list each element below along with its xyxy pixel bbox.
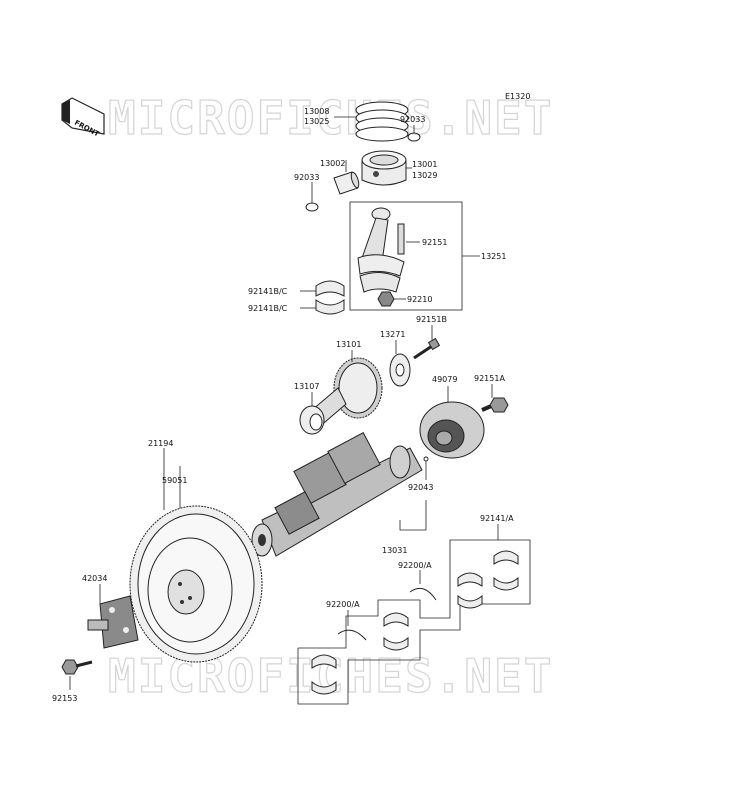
piston-rings: [355, 101, 409, 142]
label-13001: 13001: [412, 160, 437, 169]
label-92043: 92043: [408, 483, 433, 492]
label-92151b: 92151B: [416, 315, 447, 324]
balancer-gear: [311, 357, 383, 429]
front-arrow-icon: FRONT: [61, 97, 105, 138]
main-bearings-middle: [383, 612, 409, 651]
label-92033-top: 92033: [400, 115, 425, 124]
piston-pin: [333, 171, 360, 195]
label-92153: 92153: [52, 694, 77, 703]
piston: [361, 150, 407, 186]
main-bearing-outline: [297, 539, 531, 705]
label-13251: 13251: [481, 252, 506, 261]
main-bearings-lower: [311, 654, 337, 695]
coupling-42034: [87, 595, 139, 649]
label-21194: 21194: [148, 439, 173, 448]
crankshaft: [251, 432, 423, 557]
label-92151a: 92151A: [474, 374, 505, 383]
label-13002: 13002: [320, 159, 345, 168]
snap-ring-left: [305, 202, 319, 212]
main-bearings-upper: [457, 550, 519, 609]
label-42034: 42034: [82, 574, 107, 583]
label-92141bc-1: 92141B/C: [248, 287, 288, 296]
label-13031: 13031: [382, 546, 407, 555]
label-13101: 13101: [336, 340, 361, 349]
pump-49079: [419, 401, 485, 459]
label-13107: 13107: [294, 382, 319, 391]
diagram-code: E1320: [505, 92, 530, 101]
bolt-92151a: [481, 397, 509, 413]
label-13271: 13271: [380, 330, 405, 339]
thrust-plate-13271: [389, 353, 411, 387]
conrod-bearing-lower: [315, 299, 345, 315]
label-13025: 13025: [304, 117, 329, 126]
label-92033-left: 92033: [294, 173, 319, 182]
flywheel: [129, 505, 263, 663]
label-92141bc-2: 92141B/C: [248, 304, 288, 313]
thrust-washer-right: [409, 587, 437, 601]
label-92141a: 92141/A: [480, 514, 514, 523]
balancer-bearing: [299, 405, 325, 435]
label-13029: 13029: [412, 171, 437, 180]
watermark-top: MICROFICHES.NET: [108, 91, 553, 145]
label-92200a-right: 92200/A: [398, 561, 432, 570]
connecting-rod: [357, 207, 405, 293]
label-49079: 49079: [432, 375, 457, 384]
conrod-nut: [377, 291, 395, 307]
label-59051: 59051: [162, 476, 187, 485]
label-13008: 13008: [304, 107, 329, 116]
thrust-washer-left: [337, 629, 367, 641]
bolt-92153: [61, 659, 93, 675]
label-92210: 92210: [407, 295, 432, 304]
label-92200a-left: 92200/A: [326, 600, 360, 609]
label-92151: 92151: [422, 238, 447, 247]
conrod-bearing-upper: [315, 280, 345, 297]
bolt-92151b: [413, 337, 441, 360]
